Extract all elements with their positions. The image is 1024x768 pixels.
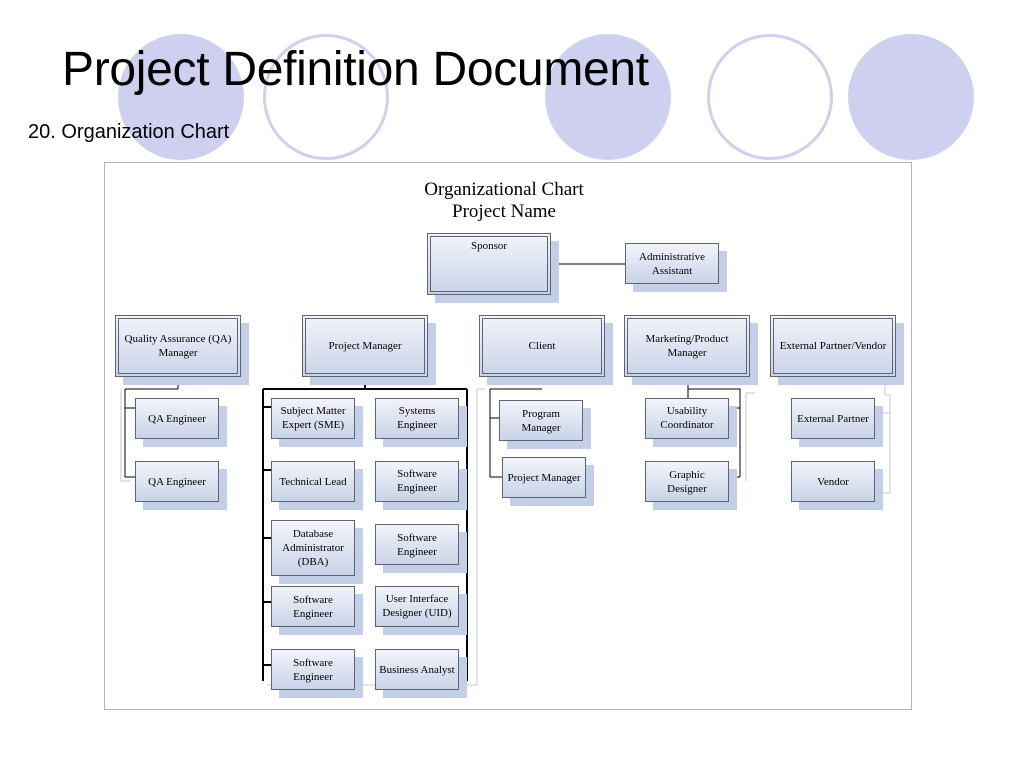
org-node-software-engineer-4: Software Engineer <box>375 524 459 565</box>
org-node-marketing-manager: Marketing/Product Manager <box>624 315 750 377</box>
decorative-circle-5 <box>848 34 974 160</box>
node-label: Software Engineer <box>397 468 437 494</box>
node-label: Technical Lead <box>279 475 347 488</box>
chart-subtitle: Project Name <box>452 201 556 222</box>
org-node-business-analyst: Business Analyst <box>375 649 459 690</box>
decorative-circle-3 <box>545 34 671 160</box>
slide-subtitle: 20. Organization Chart <box>28 121 230 143</box>
node-label: Vendor <box>817 475 849 488</box>
org-node-project-manager: Project Manager <box>302 315 428 377</box>
org-node-dba: Database Administrator (DBA) <box>271 520 355 576</box>
node-label: Sponsor <box>470 240 508 252</box>
slide-title: Project Definition Document <box>62 43 649 96</box>
node-label: QA Engineer <box>148 475 206 488</box>
decorative-circle-2 <box>263 34 389 160</box>
org-node-program-manager: Program Manager <box>499 400 583 441</box>
org-node-pm-software-engineer-1: Software Engineer <box>271 586 355 627</box>
node-label: External Partner <box>797 412 869 425</box>
node-label: Project Manager <box>328 340 402 352</box>
node-label: Usability Coordinator <box>660 405 714 431</box>
org-node-systems-engineer: Systems Engineer <box>375 398 459 439</box>
org-node-qa-engineer-1: QA Engineer <box>135 398 219 439</box>
org-node-client-project-manager: Project Manager <box>502 457 586 498</box>
node-label: User Interface Designer (UID) <box>382 593 452 619</box>
org-node-qa-engineer-2: QA Engineer <box>135 461 219 502</box>
node-label: Graphic Designer <box>667 468 707 495</box>
node-label: Systems Engineer <box>397 405 437 431</box>
node-label: Program Manager <box>521 407 561 434</box>
node-label: Quality Assurance (QA) Manager <box>124 333 232 359</box>
decorative-circle-4 <box>707 34 833 160</box>
node-label: Software Engineer <box>293 656 333 683</box>
node-label: Business Analyst <box>379 663 455 676</box>
org-node-software-engineer-3: Software Engineer <box>375 461 459 502</box>
node-label: QA Engineer <box>148 412 206 425</box>
node-label: External Partner/Vendor <box>779 340 887 352</box>
node-label: Client <box>528 340 556 352</box>
org-node-sme: Subject Matter Expert (SME) <box>271 398 355 439</box>
org-node-administrative-assistant: Administrative Assistant <box>625 243 719 284</box>
node-label: Administrative Assistant <box>639 250 705 277</box>
node-label: Marketing/Product Manager <box>645 333 729 359</box>
chart-title: Organizational Chart <box>424 179 584 200</box>
org-node-client: Client <box>479 315 605 377</box>
org-node-ui-designer: User Interface Designer (UID) <box>375 586 459 627</box>
decorative-circle-1 <box>118 34 244 160</box>
org-node-external-partner: External Partner <box>791 398 875 439</box>
node-label: Software Engineer <box>397 531 437 558</box>
org-node-pm-software-engineer-2: Software Engineer <box>271 649 355 690</box>
org-node-external-partner-vendor: External Partner/Vendor <box>770 315 896 377</box>
node-label: Software Engineer <box>293 593 333 620</box>
org-node-graphic-designer: Graphic Designer <box>645 461 729 502</box>
node-label: Database Administrator (DBA) <box>282 528 344 568</box>
org-node-sponsor: Sponsor <box>427 233 551 295</box>
org-node-usability-coordinator: Usability Coordinator <box>645 398 729 439</box>
org-chart-frame: Organizational Chart Project Name Sponso… <box>104 162 912 710</box>
node-label: Subject Matter Expert (SME) <box>280 405 346 431</box>
org-node-vendor: Vendor <box>791 461 875 502</box>
org-node-qa-manager: Quality Assurance (QA) Manager <box>115 315 241 377</box>
node-label: Project Manager <box>507 471 581 484</box>
org-node-technical-lead: Technical Lead <box>271 461 355 502</box>
